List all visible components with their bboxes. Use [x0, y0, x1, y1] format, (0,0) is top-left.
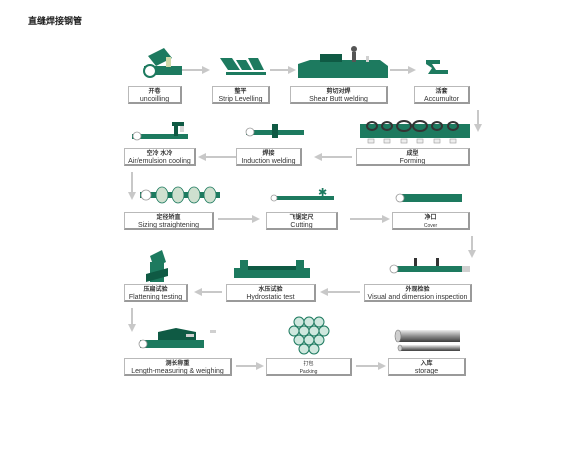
sizing-illustration	[140, 186, 220, 204]
step-flattening-zh: 压扁试验	[143, 287, 168, 293]
step-uncoiling-en: uncoilling	[139, 96, 170, 103]
step-inspection-en: Visual and dimension inspection	[367, 294, 468, 301]
step-cutting-en: Cutting	[290, 222, 313, 229]
step-induction-en: Induction welding	[241, 158, 296, 165]
step-shear-en: Shear Butt welding	[309, 96, 368, 103]
forming-illustration	[360, 120, 470, 144]
step-shear: 剪切对焊 Shear Butt welding	[290, 86, 388, 104]
length-measuring-illustration	[138, 328, 216, 349]
step-sizing-zh: 定径矫直	[156, 215, 181, 221]
uncoiler-illustration	[143, 48, 182, 78]
step-length: 测长称重 Length-measuring & weighing	[124, 358, 232, 376]
step-hydro-zh: 水压试验	[258, 287, 283, 293]
flow-arrows	[128, 66, 482, 370]
cover-illustration	[395, 193, 462, 203]
step-shear-zh: 剪切对焊	[326, 89, 351, 95]
step-cutting-zh: 飞锯定尺	[289, 215, 314, 221]
inspection-illustration	[389, 258, 470, 274]
cutting-illustration: ✱	[270, 186, 334, 202]
hydrostatic-illustration	[234, 260, 310, 278]
step-storage: 入库 storage	[388, 358, 466, 376]
step-accumulator-zh: 活套	[435, 89, 448, 95]
step-length-zh: 测长称重	[165, 361, 190, 367]
step-sizing: 定径矫直 Sizing straightening	[124, 212, 214, 230]
step-accumulator-en: Accumultor	[423, 96, 459, 103]
step-sizing-en: Sizing straightening	[137, 222, 200, 229]
page-title: 直缝焊接钢管	[28, 16, 83, 26]
step-induction: 焊接 Induction welding	[236, 148, 302, 166]
induction-welder-illustration	[245, 124, 304, 138]
leveller-illustration	[220, 58, 266, 75]
step-leveling: 整平 Strip Levelling	[212, 86, 270, 104]
step-flattening: 压扁试验 Flattening testing	[124, 284, 188, 302]
step-uncoiling: 开卷 uncoilling	[128, 86, 182, 104]
step-leveling-en: Strip Levelling	[218, 96, 263, 103]
step-induction-zh: 焊接	[262, 151, 275, 157]
step-cooling: 空冷 水冷 Air/emulsion cooling	[124, 148, 196, 166]
svg-text:✱: ✱	[318, 186, 327, 199]
step-flattening-en: Flattening testing	[128, 294, 183, 301]
step-inspection: 外观检验 Visual and dimension inspection	[364, 284, 472, 302]
step-storage-en: storage	[414, 368, 439, 375]
step-cover: 净口 Cover	[392, 212, 470, 230]
step-cover-zh: 净口	[424, 215, 437, 221]
step-cover-en: Cover	[423, 223, 438, 229]
shear-welder-illustration	[298, 46, 388, 78]
flattening-illustration	[146, 250, 168, 282]
step-cooling-zh: 空冷 水冷	[146, 151, 173, 157]
step-forming-zh: 成型	[406, 151, 419, 157]
step-length-en: Length-measuring & weighing	[131, 368, 224, 375]
step-storage-zh: 入库	[420, 361, 433, 367]
step-forming-en: Forming	[399, 158, 426, 165]
step-packing-zh: 打包	[303, 361, 314, 367]
step-cooling-en: Air/emulsion cooling	[128, 158, 191, 165]
step-packing-en: Packing	[299, 369, 318, 375]
step-accumulator: 活套 Accumultor	[414, 86, 470, 104]
cooling-illustration	[132, 122, 188, 141]
step-leveling-zh: 整平	[234, 89, 247, 95]
storage-illustration	[394, 329, 460, 352]
step-inspection-zh: 外观检验	[405, 287, 430, 293]
step-cutting: 飞锯定尺 Cutting	[266, 212, 338, 230]
packing-illustration	[288, 316, 330, 355]
step-hydro-en: Hydrostatic test	[246, 294, 295, 301]
step-uncoiling-zh: 开卷	[148, 89, 161, 95]
step-packing: 打包 Packing	[266, 358, 352, 376]
step-forming: 成型 Forming	[356, 148, 470, 166]
step-hydro: 水压试验 Hydrostatic test	[226, 284, 316, 302]
accumulator-illustration	[426, 60, 448, 74]
